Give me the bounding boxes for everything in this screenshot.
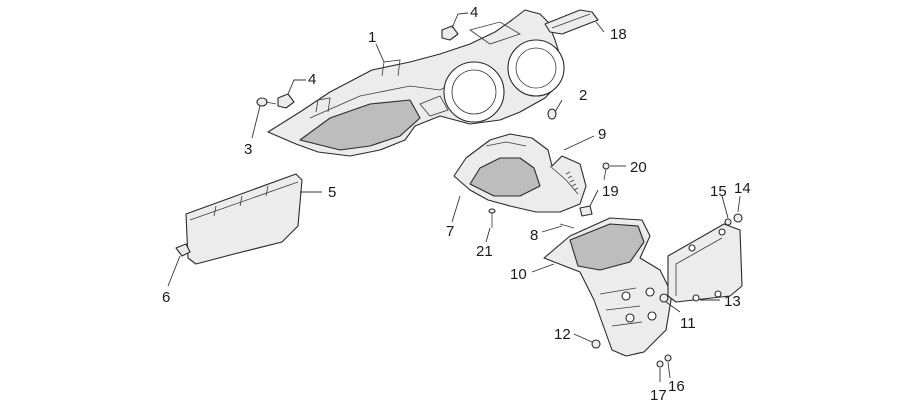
callout-20: 20 [630, 159, 647, 176]
callout-5: 5 [328, 184, 336, 201]
part-2-screw [547, 108, 557, 120]
callout-7: 7 [446, 223, 454, 240]
callout-4-left: 4 [308, 71, 316, 88]
part-18-strip [544, 9, 599, 35]
part-12-nut [591, 339, 601, 349]
part-15-washer [724, 218, 732, 226]
callout-2: 2 [579, 87, 587, 104]
callout-4-top: 4 [470, 4, 478, 21]
part-20-screw [602, 162, 610, 181]
part-17-nut [656, 360, 664, 368]
leader-lines [167, 12, 741, 382]
part-1-central-cover [267, 9, 565, 157]
callout-21: 21 [476, 243, 493, 260]
callout-16: 16 [668, 378, 685, 395]
callout-13: 13 [724, 293, 741, 310]
part-13-plate-bracket [667, 223, 743, 303]
callout-6: 6 [162, 289, 170, 306]
callout-3: 3 [244, 141, 252, 158]
part-19-nut [579, 205, 593, 217]
part-3-screw [256, 97, 277, 107]
callout-numbers: 1 2 3 4 4 5 6 7 8 9 10 11 12 13 14 15 16… [162, 4, 751, 403]
callout-18: 18 [610, 26, 627, 43]
part-10-mudguard [543, 217, 673, 357]
part-5-side-panel [185, 173, 303, 265]
callout-17: 17 [650, 387, 667, 403]
part-16-washer [664, 354, 672, 362]
part-7-inner-cover [453, 133, 587, 213]
part-6-clip [175, 243, 191, 257]
callout-19: 19 [602, 183, 619, 200]
callout-12: 12 [554, 326, 571, 343]
part-4-clip-top [441, 25, 459, 41]
part-14-screw [733, 213, 743, 223]
part-11-nut [659, 293, 669, 303]
callout-9: 9 [598, 126, 606, 143]
part-21-screw [488, 208, 496, 228]
callout-8: 8 [530, 227, 538, 244]
callout-10: 10 [510, 266, 527, 283]
part-4-clip-left [277, 93, 295, 109]
callout-1: 1 [368, 29, 376, 46]
part-8-screw [559, 223, 575, 229]
callout-14: 14 [734, 180, 751, 197]
callout-15: 15 [710, 183, 727, 200]
callout-11: 11 [680, 315, 696, 332]
